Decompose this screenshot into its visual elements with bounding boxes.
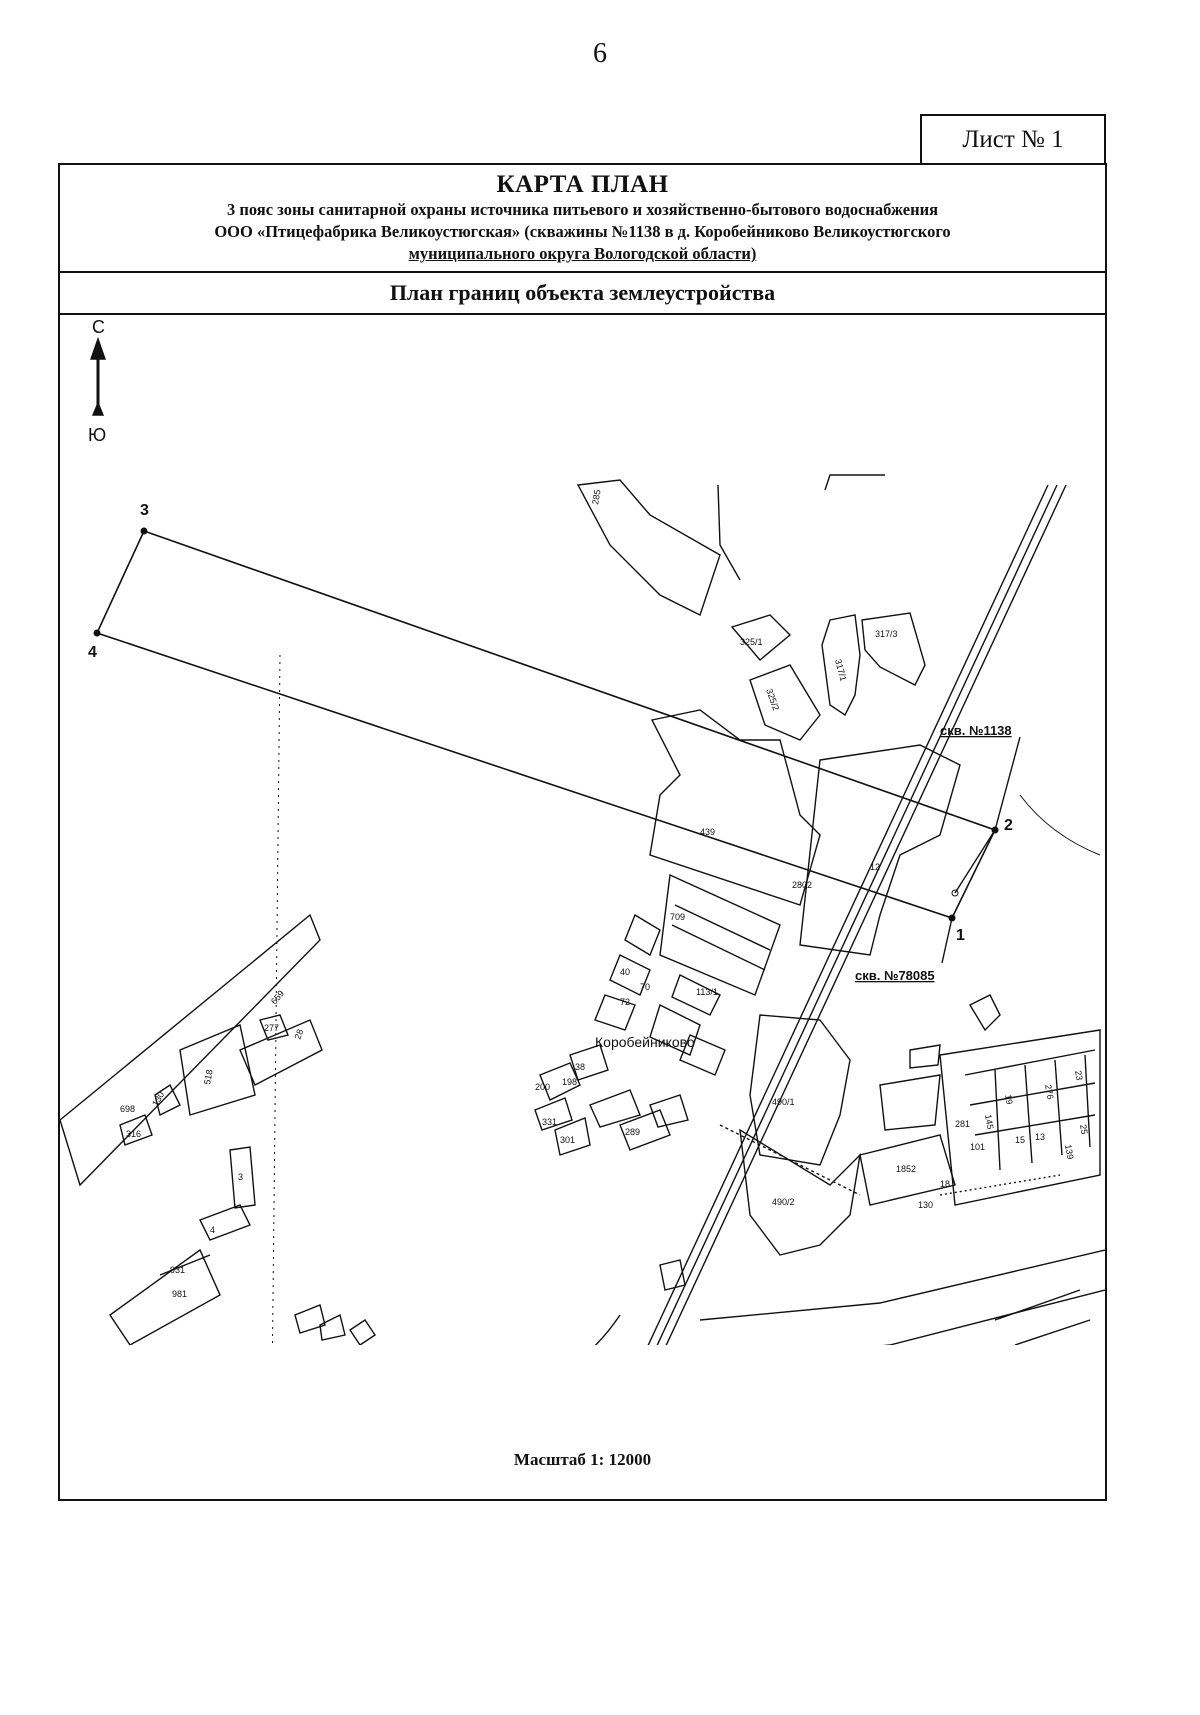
- parcel-label: 276: [1043, 1084, 1055, 1101]
- map-header: КАРТА ПЛАН 3 пояс зоны санитарной охраны…: [60, 165, 1105, 273]
- parcel-label: 139: [1063, 1144, 1075, 1161]
- parcel-label: 659: [269, 988, 286, 1006]
- parcel-label: 317/1: [833, 658, 848, 682]
- parcel-label: 1852: [896, 1164, 916, 1174]
- boundary-point-1-label: 1: [956, 927, 965, 944]
- parcel-label: 301: [560, 1135, 575, 1145]
- north-arrow-icon: [90, 336, 106, 416]
- parcel-labels: 285 325/1 317/1 317/3 325/2 439 12 2802 …: [120, 489, 1090, 1299]
- parcel-label: 198: [562, 1077, 577, 1087]
- compass-south-label: Ю: [88, 425, 106, 445]
- parcel-label: 317/3: [875, 629, 898, 639]
- parcel-label: 13: [1035, 1132, 1045, 1142]
- parcel-label: 285: [590, 489, 602, 506]
- boundary-point-4-marker: [93, 629, 101, 637]
- parcel-label: 490/2: [772, 1197, 795, 1207]
- map-scale: Масштаб 1: 12000: [513, 1450, 652, 1469]
- map-subtitle-line3: муниципального округа Вологодской област…: [408, 244, 757, 263]
- parcel-label: 709: [670, 912, 685, 922]
- parcel-label: 145: [983, 1114, 995, 1131]
- parcel-label: 18: [940, 1179, 950, 1189]
- parcel-label: 931: [170, 1265, 185, 1275]
- boundary-point-3-label: 3: [140, 502, 149, 519]
- parcel-label: 40: [620, 967, 630, 977]
- parcel-label: 281: [955, 1119, 970, 1129]
- plan-title: План границ объекта землеустройства: [60, 273, 1105, 315]
- boundary-point-2-label: 2: [1004, 817, 1013, 834]
- parcel-label: 331: [542, 1117, 557, 1127]
- parcel-label: 316: [126, 1129, 141, 1139]
- parcel-label: 28: [292, 1028, 305, 1041]
- parcel-label: 101: [970, 1142, 985, 1152]
- parcel-label: 12: [870, 862, 880, 872]
- parcel-label: 2802: [792, 880, 812, 890]
- boundary-point-4-label: 4: [88, 644, 97, 661]
- railway-line: [647, 484, 1067, 1345]
- parcel-label: 289: [625, 1127, 640, 1137]
- parcel-label: 490/1: [772, 1097, 795, 1107]
- sheet-label: Лист № 1: [920, 114, 1106, 164]
- map-title: КАРТА ПЛАН: [496, 171, 669, 198]
- well-1138-label: скв. №1138: [940, 723, 1012, 738]
- parcel-label: 15: [1015, 1135, 1025, 1145]
- well-1138-marker: [951, 889, 959, 897]
- parcel-label: 439: [700, 827, 715, 837]
- parcel-label: 325/1: [740, 637, 763, 647]
- parcel-label: 325/2: [764, 687, 781, 712]
- road: [699, 1249, 1105, 1345]
- parcel-label: 25: [1078, 1124, 1090, 1136]
- page-number: 6: [593, 38, 607, 69]
- parcel-label: 70: [640, 982, 650, 992]
- parcel-label: 19: [1003, 1094, 1015, 1106]
- zone-boundary: [95, 530, 997, 919]
- parcel-label: 113/1: [696, 987, 718, 997]
- map-frame: КАРТА ПЛАН 3 пояс зоны санитарной охраны…: [58, 163, 1107, 1501]
- parcel-label: 23: [1073, 1070, 1085, 1082]
- boundary-point-3-marker: [140, 527, 148, 535]
- parcel-label: 72: [620, 997, 630, 1007]
- parcel-label: 200: [535, 1082, 550, 1092]
- map-subtitle-line1: 3 пояс зоны санитарной охраны источника …: [226, 200, 939, 219]
- parcel-label: 3: [238, 1172, 243, 1182]
- parcel-label: 4: [210, 1225, 215, 1235]
- parcel-label: 518: [202, 1069, 214, 1086]
- parcel-label: 277: [264, 1023, 279, 1033]
- map-canvas: С Ю 1 2 3 4 скв. №1138 скв. №78085 Короб…: [60, 317, 1105, 1345]
- well-78085-label: скв. №78085: [855, 968, 935, 983]
- boundary-point-2-marker: [991, 826, 999, 834]
- parcel-label: 698: [120, 1104, 135, 1114]
- parcel-label: 981: [172, 1289, 187, 1299]
- parcel-label: 130: [150, 1090, 166, 1108]
- parcel-label: 130: [918, 1200, 933, 1210]
- map-subtitle-line2: ООО «Птицефабрика Великоустюгская» (сква…: [214, 222, 951, 241]
- village-label: Коробейниково: [595, 1034, 695, 1050]
- parcel-label: 38: [575, 1062, 585, 1072]
- boundary-point-1-marker: [948, 914, 956, 922]
- compass-north-label: С: [92, 317, 105, 337]
